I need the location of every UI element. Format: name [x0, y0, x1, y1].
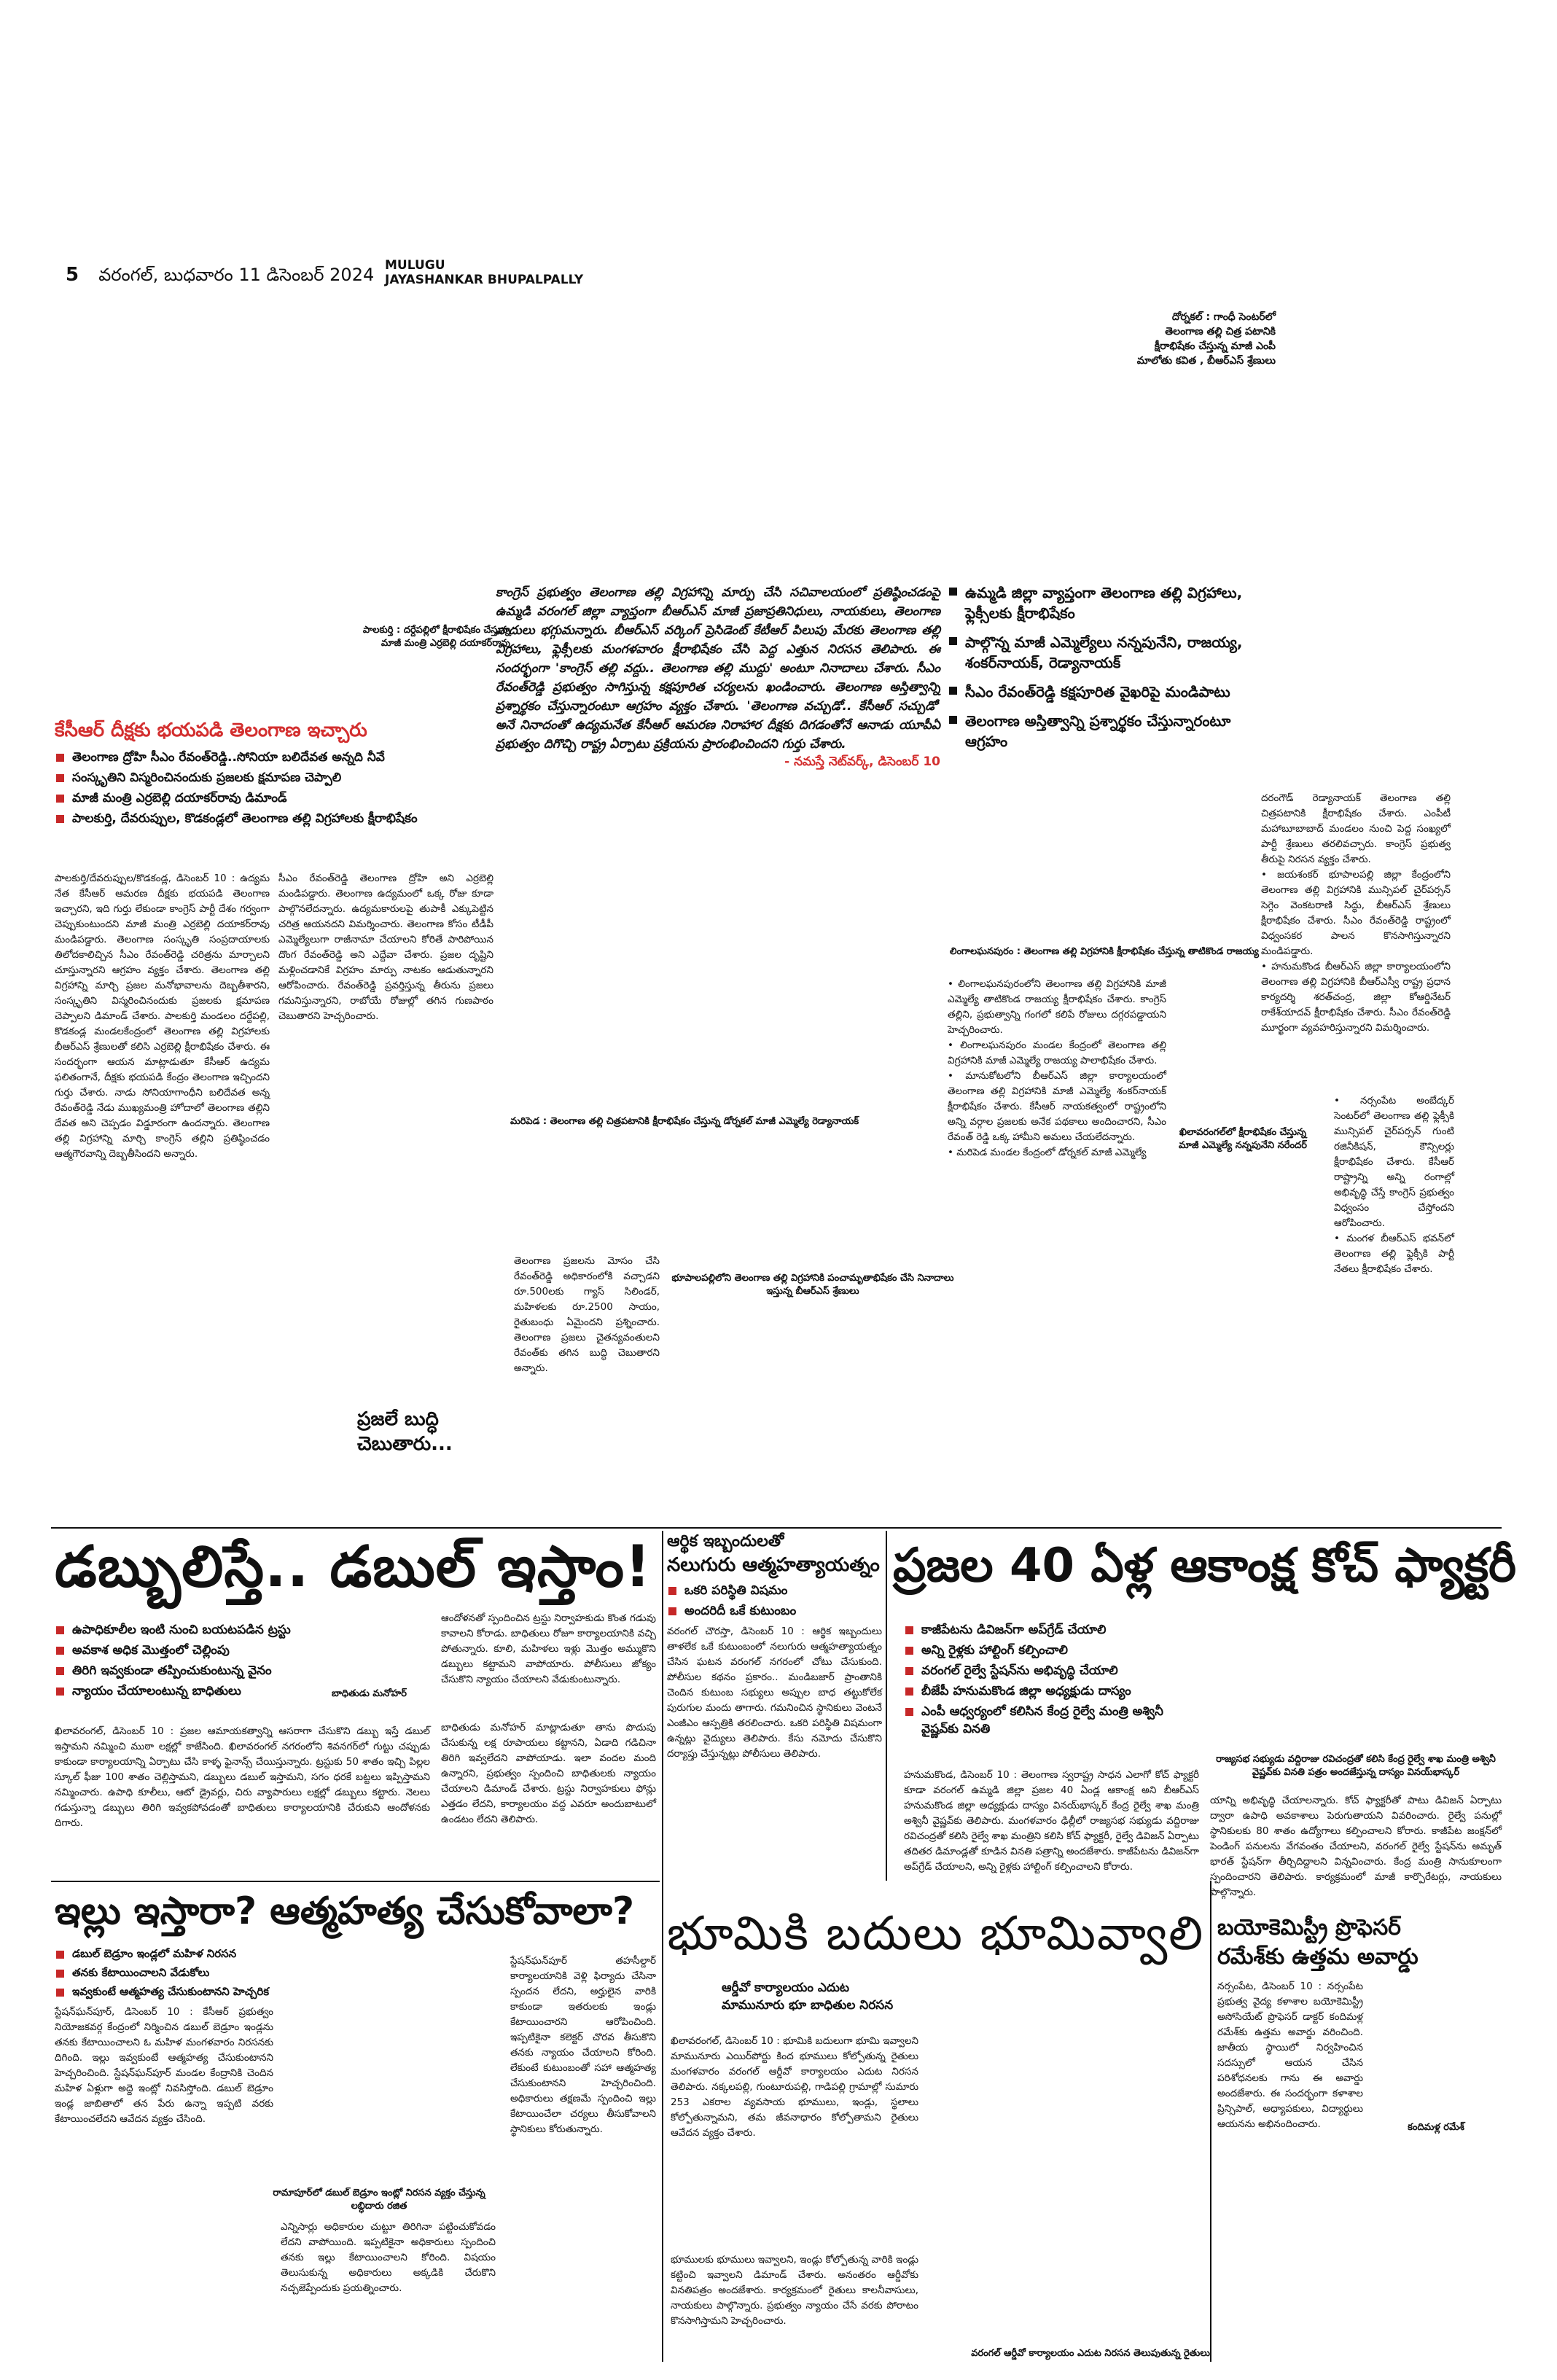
house-bullet: డబుల్ బెడ్రూం ఇండ్లలో మహిళ నిరసన — [55, 1946, 281, 1962]
coach-bullet: కాజీపేటను డివిజన్‌గా అప్‌గ్రేడ్ చేయాలి — [904, 1621, 1195, 1639]
coach-headline-box: ప్రజల 40 ఏళ్ల ఆకాంక్ష కోచ్ ఫ్యాక్టరీ — [893, 1538, 1520, 1593]
coach-headline: ప్రజల 40 ఏళ్ల ఆకాంక్ష కోచ్ ఫ్యాక్టరీ — [893, 1539, 1517, 1593]
victim-caption: బాధితుడు మనోహర్ — [332, 1688, 407, 1699]
double-bullet: న్యాయం చేయాలంటున్న బాధితులు — [55, 1682, 434, 1700]
double-col2: ఆందోళనతో స్పందించిన ట్రస్టు నిర్వాహకుడు … — [441, 1612, 656, 1685]
kcr-col1: పాలకుర్తి/దేవరుప్పుల/కొడకండ్ల, డిసెంబర్ … — [55, 873, 270, 1160]
kcr-bullet: పాలకుర్తి, దేవరుప్పుల, కొడకండ్లలో తెలంగా… — [55, 810, 507, 827]
debt-story: ఆర్థిక ఇబ్బందులతో నలుగురు ఆత్మహత్యాయత్నం… — [667, 1532, 882, 1760]
khila-caption: ఖిలావరంగల్‌లో క్షీరాభిషేకం చేస్తున్న మాజ… — [1179, 1127, 1307, 1151]
land-col1: ఖిలావరంగల్, డిసెంబర్ 10 : భూమికి బదులుగా… — [671, 2035, 918, 2139]
debt-bullet: అందరిదీ ఒకే కుటుంబం — [667, 1602, 882, 1620]
double-col3: బాధితుడు మనోహర్ మాట్లాడుతూ తాను పొదుపు చ… — [441, 1722, 656, 1825]
house-bullets: డబుల్ బెడ్రూం ఇండ్లలో మహిళ నిరసన తనకు కే… — [55, 1943, 281, 2002]
district-label: MULUGU JAYASHANKAR BHUPALPALLY — [385, 258, 584, 287]
double-story-bullets: ఉపాధికూలీల ఇంటి నుంచి బయటపడిన ట్రస్టు అవ… — [55, 1618, 434, 1703]
coach-col2: యాన్ని అభివృద్ధి చేయాలన్నారు. కోచ్ ఫ్యాక… — [1210, 1795, 1502, 1898]
kcr-bullet: సంస్కృతిని విస్మరించినందుకు ప్రజలకు క్షమ… — [55, 769, 507, 787]
bhupalpalli-caption: భూపాలపల్లిలోని తెలంగాణ తల్లి విగ్రహానికి… — [671, 1273, 954, 1297]
land-kicker: ఆర్డీవో కార్యాలయం ఎదుట మామునూరు భూ బాధిత… — [722, 1981, 894, 2013]
house-col3: స్టేషన్‌ఘన్‌పూర్ తహసీల్దార్ కార్యాలయానిక… — [510, 1955, 656, 2135]
coach-bullet: వరంగల్ రైల్వే స్టేషన్‌ను అభివృద్ధి చేయాల… — [904, 1662, 1195, 1679]
palakurthi-caption: పాలకుర్తి : దర్దేపల్లిలో క్షీరాభిషేకం చే… — [362, 625, 510, 649]
pull-quote-text: తెలంగాణ ప్రజలను మోసం చేసి రేవంత్‌రెడ్డి … — [514, 1255, 660, 1374]
date-line: వరంగల్, బుధవారం 11 డిసెంబర్ 2024 — [98, 265, 375, 285]
section-divider — [51, 1881, 660, 1882]
highlights-box: ఉమ్మడి జిల్లా వ్యాప్తంగా తెలంగాణ తల్లి వ… — [948, 580, 1268, 760]
award-body: నర్సంపేట, డిసెంబర్ 10 : నర్సంపేట ప్రభుత్… — [1217, 1981, 1363, 2130]
right-col2: • నర్సంపేట అంబేద్కర్ సెంటర్‌లో తెలంగాణ త… — [1334, 1095, 1454, 1275]
main-quote: కాంగ్రెస్ ప్రభుత్వం తెలంగాణ తల్లి విగ్రహ… — [496, 583, 940, 770]
double-headline: డబ్బులిస్తే.. డబుల్ ఇస్తాం! — [55, 1534, 652, 1600]
land-headline-box: భూమికి బదులు భూమివ్వాలి — [667, 1906, 1206, 1962]
house-bullet: ఇవ్వకుంటే ఆత్మహత్య చేసుకుంటానని హెచ్చరిక — [55, 1983, 281, 1999]
quote-attribution: - నమస్తే నెట్‌వర్క్, డిసెంబర్ 10 — [784, 754, 940, 769]
kcr-headline: కేసీఆర్ దీక్షకు భయపడి తెలంగాణ ఇచ్చారు — [55, 719, 367, 741]
highlight-item: తెలంగాణ అస్తిత్వాన్ని ప్రశ్నార్థకం చేస్త… — [948, 711, 1268, 752]
award-headline-2: రమేశ్‌కు ఉత్తమ అవార్డు — [1217, 1944, 1419, 1970]
house-col1: స్టేషన్‌ఘన్‌పూర్, డిసెంబర్ 10 : కేసీఆర్ … — [55, 2006, 273, 2125]
section-divider — [51, 1527, 1502, 1529]
coach-bullet: బీజేపీ హనుమకొండ జిల్లా అధ్యక్షుడు దాస్యం — [904, 1682, 1195, 1700]
column-divider — [886, 1531, 887, 1881]
land-col2: భూములకు భూములు ఇవ్వాలని, ఇండ్లు కోల్పోతు… — [671, 2254, 918, 2327]
highlight-item: ఉమ్మడి జిల్లా వ్యాప్తంగా తెలంగాణ తల్లి వ… — [948, 582, 1268, 623]
award-headline-box: బయోకెమిస్ట్రీ ప్రొఫెసర్ రమేశ్‌కు ఉత్తమ అ… — [1217, 1913, 1502, 1972]
highlight-item: పాల్గొన్న మాజీ ఎమ్మెల్యేలు నన్నపునేని, ర… — [948, 632, 1268, 673]
double-bullet: ఉపాధికూలీల ఇంటి నుంచి బయటపడిన ట్రస్టు — [55, 1621, 434, 1639]
right-col1: దరంగౌడ్ రెడ్యానాయక్ తెలంగాణ తల్లి చిత్రప… — [1261, 792, 1451, 1034]
page-number: 5 — [66, 264, 79, 286]
double-bullet: తిరిగి ఇవ్వకుండా తప్పించుకుంటున్న వైనం — [55, 1662, 434, 1679]
coach-col1: హనుమకొండ, డిసెంబర్ 10 : తెలంగాణ స్వరాష్ట… — [904, 1769, 1199, 1873]
kcr-bullet: తెలంగాణ ద్రోహి సీఎం రేవంత్‌రెడ్డి..సోనియ… — [55, 749, 507, 766]
maripeda-caption: మరిపెడ : తెలంగాణ తల్లి చిత్రపటానికి క్షీ… — [510, 1116, 859, 1127]
double-story-headline-box: డబ్బులిస్తే.. డబుల్ ఇస్తాం! — [55, 1534, 660, 1600]
house-col2: ఎన్నిసార్లు అధికారుల చుట్టూ తిరిగినా పట్… — [281, 2221, 496, 2294]
highlight-item: సీఎం రేవంత్‌రెడ్డి కక్షపూరిత వైఖరిపై మండ… — [948, 682, 1268, 702]
award-headline-1: బయోకెమిస్ట్రీ ప్రొఫెసర్ — [1217, 1915, 1401, 1940]
right-bullets: • లింగాలఘనపురంలోని తెలంగాణ తల్లి విగ్రహా… — [948, 978, 1166, 1158]
column-divider — [1210, 1881, 1211, 2362]
land-headline: భూమికి బదులు భూమివ్వాలి — [667, 1907, 1205, 1961]
column-divider — [662, 1531, 663, 2362]
coach-photo-caption: రాజ్యసభ సభ్యుడు వద్దిరాజు రవిచంద్రతో కలి… — [1216, 1754, 1496, 1778]
top-photo-caption: దోర్నకల్ : గాంధీ సెంటర్‌లో తెలంగాణ తల్లి… — [1136, 311, 1276, 367]
debt-bullet: ఒకరి పరిస్థితి విషమం — [667, 1582, 882, 1599]
kcr-bullet: మాజీ మంత్రి ఎర్రబెల్లి దయాకర్‌రావు డిమాం… — [55, 789, 507, 807]
double-bullet: అవకాశ అధిక మొత్తంలో చెల్లింపు — [55, 1642, 434, 1659]
double-col1: ఖిలావరంగల్, డిసెంబర్ 10 : ప్రజల ఆమాయకత్వ… — [55, 1725, 430, 1829]
kcr-col2: సీఎం రేవంత్‌రెడ్డి తెలంగాణ ద్రోహి అని ఎర… — [278, 873, 493, 1022]
house-headline-box: ఇల్లు ఇస్తారా? ఆత్మహత్య చేసుకోవాలా? — [55, 1888, 660, 1935]
lingala-caption: లింగాలఘనపురం : తెలంగాణ తల్లి విగ్రహానికి… — [950, 946, 1259, 957]
house-photo-caption: రామాపూర్‌లో డబుల్ బెడ్రూం ఇంట్లో నిరసన వ… — [273, 2188, 485, 2212]
house-headline: ఇల్లు ఇస్తారా? ఆత్మహత్య చేసుకోవాలా? — [55, 1889, 635, 1933]
coach-bullet: అన్ని రైళ్లకు హాల్టింగ్ కల్పించాలి — [904, 1642, 1195, 1659]
coach-bullets: కాజీపేటను డివిజన్‌గా అప్‌గ్రేడ్ చేయాలి అ… — [904, 1618, 1195, 1741]
coach-bullet: ఎంపీ ఆధ్వర్యంలో కలిసిన కేంద్ర రైల్వే మంత… — [904, 1703, 1195, 1738]
land-photo-caption: వరంగల్ ఆర్డీవో కార్యాలయం ఎదుట నిరసన తెలు… — [971, 2348, 1210, 2359]
debt-headline: నలుగురు ఆత్మహత్యాయత్నం — [667, 1554, 880, 1576]
pull-quote-label: ప్రజలే బుద్ధి చెబుతారు... — [357, 1408, 453, 1455]
award-photo-caption: కందిమళ్ల రమేశ్ — [1408, 2122, 1464, 2133]
quote-text: కాంగ్రెస్ ప్రభుత్వం తెలంగాణ తల్లి విగ్రహ… — [496, 585, 940, 752]
kcr-story-header: కేసీఆర్ దీక్షకు భయపడి తెలంగాణ ఇచ్చారు తె… — [55, 718, 507, 830]
house-bullet: తనకు కేటాయించాలని వేడుకోలు — [55, 1965, 281, 1981]
masthead: 5 వరంగల్, బుధవారం 11 డిసెంబర్ 2024 — [66, 264, 503, 293]
